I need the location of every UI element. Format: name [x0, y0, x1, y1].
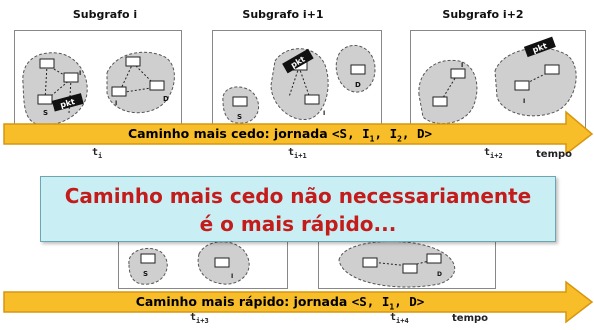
callout-line-2: é o mais rápido... — [199, 212, 397, 236]
subgraph-i4-drawing: D — [338, 240, 456, 288]
node-s: S — [43, 109, 48, 117]
svg-text:pkt: pkt — [59, 97, 76, 110]
earliest-path-label: Caminho mais cedo: jornada <S, I1, I2, D… — [127, 126, 433, 144]
tick-ti2: ti+2 — [484, 147, 503, 160]
node-d: D — [437, 271, 442, 278]
laptop-icon — [362, 253, 442, 274]
subgraph-title-i2: Subgrafo i+2 — [442, 8, 524, 21]
tick-ti: ti — [92, 147, 103, 160]
subgraph-i3-drawing: S I — [128, 241, 250, 285]
node-s: S — [143, 270, 148, 278]
laptop-icon — [432, 64, 560, 107]
subgraph-i2-drawing: I I pkt — [418, 36, 577, 125]
subgraph-title-i1: Subgrafo i+1 — [242, 8, 324, 21]
subgraph-panel-i3: S I — [118, 236, 288, 289]
packet: pkt — [51, 93, 84, 112]
node-i2: I — [115, 100, 117, 107]
subgraph-panel-i4: D — [318, 236, 496, 289]
node-i2: I — [323, 110, 325, 117]
fastest-path-label: Caminho mais rápido: jornada <S, I1, D> — [135, 294, 425, 312]
tick-ti4: ti+4 — [390, 312, 409, 325]
callout-line-1: Caminho mais cedo não necessariamente — [64, 184, 532, 208]
time-axis-label-bottom: tempo — [452, 313, 489, 324]
subgraph-i-drawing: S I I D pkt — [22, 51, 175, 126]
node-i1: I — [79, 70, 81, 77]
tick-ti1: ti+1 — [288, 147, 307, 160]
node-i1: I — [461, 62, 463, 69]
laptop-icon — [140, 253, 230, 268]
timeline-arrow-top: Caminho mais cedo: jornada <S, I1, I2, D… — [0, 110, 594, 156]
arrow-shape-top — [3, 110, 594, 156]
arrow-shape-bottom — [3, 280, 594, 324]
time-axis-label-top: tempo — [536, 149, 573, 160]
node-s: S — [237, 113, 242, 121]
node-i2: I — [523, 98, 525, 105]
node-d: D — [163, 95, 169, 103]
laptop-icon — [37, 56, 165, 105]
node-d: D — [355, 81, 361, 89]
subgraph-panel-i2: I I pkt — [410, 30, 586, 132]
tick-ti3: ti+3 — [190, 312, 209, 325]
subgraph-panel-i: S I I D pkt — [14, 30, 182, 132]
node-i1: I — [231, 273, 233, 280]
subgraph-title-i: Subgrafo i — [72, 8, 138, 21]
callout-box: Caminho mais cedo não necessariamente é … — [40, 176, 556, 242]
timeline-arrow-bottom: Caminho mais rápido: jornada <S, I1, D> — [0, 280, 594, 326]
subgraph-i1-drawing: S I D pkt — [222, 45, 376, 124]
